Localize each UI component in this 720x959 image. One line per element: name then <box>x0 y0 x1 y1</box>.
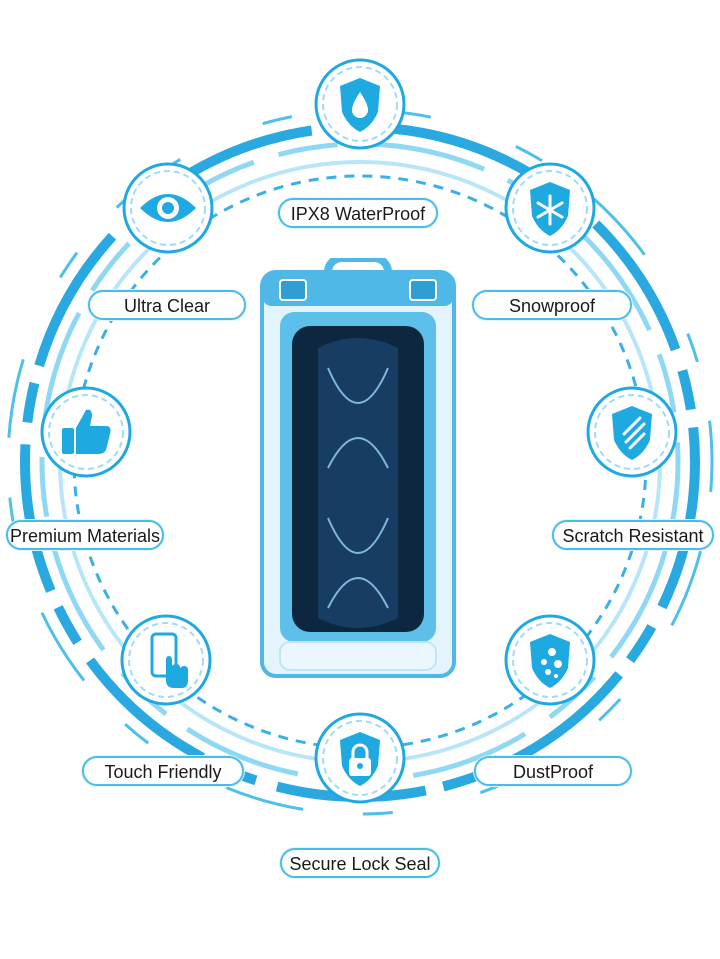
label-snowproof: Snowproof <box>472 290 632 320</box>
label-touch-friendly: Touch Friendly <box>82 756 244 786</box>
snowflake-shield-icon <box>504 162 596 254</box>
lock-shield-icon <box>314 712 406 804</box>
waterproof-pouch-image <box>260 258 456 678</box>
thumbs-up-icon <box>40 386 132 478</box>
touch-phone-icon <box>120 614 212 706</box>
label-scratch-resistant: Scratch Resistant <box>552 520 714 550</box>
eye-icon <box>122 162 214 254</box>
label-secure-lock-seal: Secure Lock Seal <box>280 848 440 878</box>
water-drop-shield-icon <box>314 58 406 150</box>
label-dustproof: DustProof <box>474 756 632 786</box>
label-ultra-clear: Ultra Clear <box>88 290 246 320</box>
scratch-shield-icon <box>586 386 678 478</box>
dust-shield-icon <box>504 614 596 706</box>
label-waterproof: IPX8 WaterProof <box>278 198 438 228</box>
label-premium-materials: Premium Materials <box>6 520 164 550</box>
